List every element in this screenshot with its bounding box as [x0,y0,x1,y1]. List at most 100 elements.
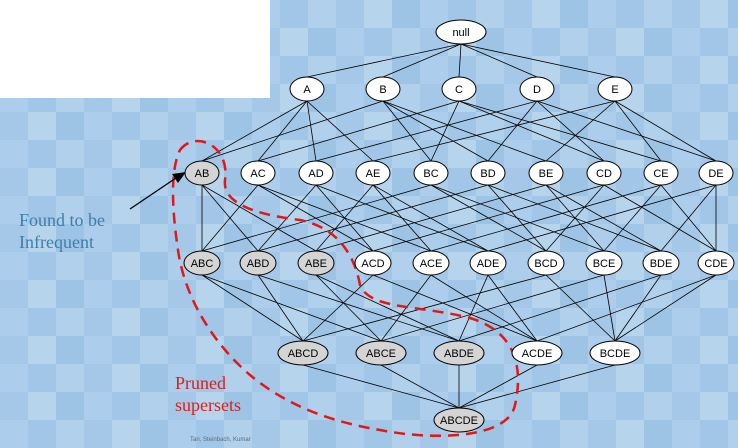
edge-abe-abce [315,274,382,342]
node-shape-acde [511,340,563,366]
edge-cd-cde [603,184,717,252]
edge-b-ab [201,100,384,162]
node-shape-bcd [527,250,565,276]
node-shape-cde [697,250,735,276]
edge-e-ae [372,100,616,162]
node-label: ABCE [366,348,396,360]
edge-bd-abd [257,184,489,252]
node-bce: BCE [585,250,623,276]
node-ad: AD [298,160,334,186]
node-label: ABCDE [440,415,478,427]
node-acde: ACDE [511,340,563,366]
edge-ae-abe [315,184,374,252]
node-label: B [379,84,386,96]
edge-null-b [382,43,462,78]
edge-c-bc [430,100,460,162]
edge-ace-acde [430,274,538,342]
edge-abd-abcd [257,274,304,342]
node-shape-abcd [277,340,329,366]
edge-abe-abde [315,274,460,342]
node-cd: CD [586,160,622,186]
pruning-boundary [171,139,520,437]
node-label: BCDE [600,348,631,360]
edge-d-ad [315,100,538,162]
node-abc: ABC [183,250,221,276]
edge-abc-abcd [201,274,304,342]
found-infrequent-label: Found to be Infrequent [19,210,106,252]
edge-e-de [614,100,717,162]
node-shape-ade [469,250,507,276]
edge-bc-abc [201,184,432,252]
edge-de-bde [660,184,717,252]
node-label: BDE [650,258,673,270]
node-abe: ABE [297,250,335,276]
node-label: ACDE [522,348,553,360]
edge-a-ad [306,100,317,162]
node-shape-null [435,19,487,45]
node-label: null [452,27,469,39]
node-label: ABCD [288,348,319,360]
node-label: AC [250,168,265,180]
node-label: E [611,84,618,96]
edge-b-bd [382,100,489,162]
node-label: BE [539,168,554,180]
node-abd: ABD [239,250,277,276]
edge-null-d [460,43,538,78]
edge-acd-abcd [302,274,374,342]
node-shape-de [698,160,734,186]
edge-ade-abde [458,274,489,342]
edge-abd-abde [257,274,460,342]
edge-abce-abcde [380,364,460,409]
edge-cde-bcde [614,274,717,342]
edge-a-ac [257,100,308,162]
node-label: A [303,84,311,96]
node-bd: BD [470,160,506,186]
edge-cde-acde [536,274,717,342]
node-shape-c [441,76,477,102]
edge-ac-abc [201,184,259,252]
blank-panel [0,0,270,98]
node-label: AB [195,168,210,180]
edge-cd-bcd [545,184,605,252]
node-shape-abde [433,340,485,366]
node-abcd: ABCD [277,340,329,366]
node-d: D [519,76,555,102]
node-label: ACE [420,258,443,270]
edge-null-e [460,43,616,78]
node-shape-ad [298,160,334,186]
node-shape-bc [413,160,449,186]
infrequent-arrow [129,177,177,210]
edge-abcd-abcde [302,364,460,409]
node-shape-b [365,76,401,102]
node-c: C [441,76,477,102]
node-bcde: BCDE [589,340,641,366]
edge-bcd-abcd [302,274,547,342]
node-shape-abce [355,340,407,366]
node-label: ABD [247,258,270,270]
node-ade: ADE [469,250,507,276]
edge-null-c [458,43,462,78]
edge-ab-abe [201,184,317,252]
edge-e-be [545,100,616,162]
node-ab: AB [184,160,220,186]
node-shape-bd [470,160,506,186]
node-shape-abc [183,250,221,276]
edge-d-bd [487,100,538,162]
node-shape-bce [585,250,623,276]
node-bc: BC [413,160,449,186]
node-shape-bde [642,250,680,276]
infrequent-arrowhead [172,172,186,183]
edge-a-ae [306,100,374,162]
node-a: A [289,76,325,102]
node-bcd: BCD [527,250,565,276]
edge-de-ade [487,184,717,252]
node-label: BCE [593,258,616,270]
node-label: BC [423,168,438,180]
edge-bd-bcd [487,184,547,252]
node-ae: AE [355,160,391,186]
footer-credit: Tan, Steinbach, Kumar [190,437,251,443]
node-bde: BDE [642,250,680,276]
node-shape-abcde [433,407,485,433]
node-label: ABC [191,258,214,270]
